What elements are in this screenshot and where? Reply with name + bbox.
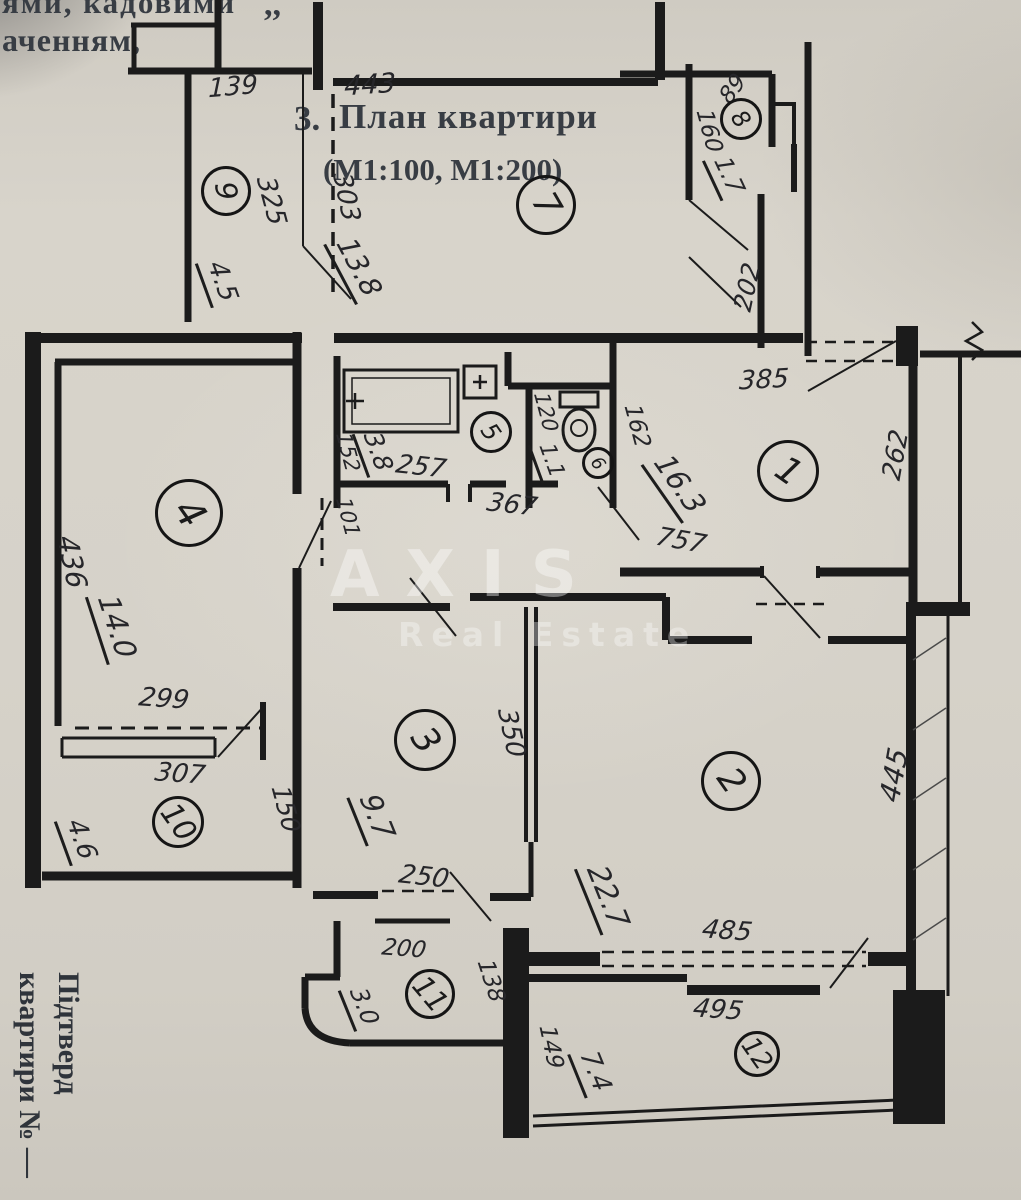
margin-note-line2: квартири № — [13,972,46,1178]
hatching [912,637,947,941]
dim-label-299: 299 [136,682,192,716]
dim-label-257: 257 [393,449,449,485]
room-number-label: 8 [725,104,757,134]
dim-label-250: 250 [396,859,452,895]
room-number-label: 9 [207,178,245,204]
room-number-circle-9: 9 [201,166,251,216]
door-swings [217,199,897,989]
watermark-brand: AXIS [330,538,603,612]
plan-title: План квартири [339,97,598,136]
room-number-circle-10: 10 [152,796,204,848]
dim-label-367: 367 [484,487,540,523]
room-number-circle-8: 8 [720,98,762,140]
room-number-circle-7: 7 [516,175,576,235]
dim-label-495: 495 [690,993,746,1027]
room-number-circle-11: 11 [405,969,455,1019]
room-number-circle-4: 4 [155,479,223,547]
room-number-circle-5: 5 [470,411,512,453]
dim-label-385: 385 [738,363,790,397]
room-number-label: 2 [708,760,754,802]
dim-label-139: 139 [208,69,258,105]
watermark-subtitle: Real Estate [398,615,698,654]
toilet-icon [558,390,600,453]
dim-label-443: 443 [343,67,397,103]
wall-break-icon [963,321,985,361]
plan-title-prefix: 3. [294,99,321,138]
room-number-label: 1 [766,447,810,495]
room-number-circle-12: 12 [734,1031,780,1077]
room-number-circle-1: 1 [757,440,819,502]
room-number-label: 12 [735,1031,779,1077]
dim-label-307: 307 [152,757,208,791]
bathtub-icon [342,368,460,434]
room-number-circle-6: 6 [582,447,614,479]
cutoff-text-line1: ями, кадовими [2,0,237,20]
cutoff-text-line2: аченням, [2,22,141,58]
room-number-label: 7 [523,185,569,225]
room-number-circle-3: 3 [394,709,456,771]
room-number-label: 4 [163,489,215,537]
room-number-label: 10 [152,796,204,848]
fixtures [342,364,600,453]
margin-note: Підтверд квартири № — [10,972,88,1200]
dashed-openings [75,94,896,968]
room-number-label: 3 [401,718,449,762]
cutoff-text-quotes: ,, [264,0,281,23]
dim-label-485: 485 [699,914,755,948]
room-number-label: 5 [475,417,507,447]
walls [25,0,1021,1138]
dim-label-200: 200 [379,934,429,964]
room-number-label: 11 [405,968,455,1020]
window-sill [60,736,217,759]
plan-scale-note: (М1:100, М1:200) [323,152,563,187]
margin-note-line1: Підтверд [52,972,85,1095]
room-number-circle-2: 2 [701,751,761,811]
room-number-label: 6 [586,452,610,474]
sink-icon [462,364,498,400]
